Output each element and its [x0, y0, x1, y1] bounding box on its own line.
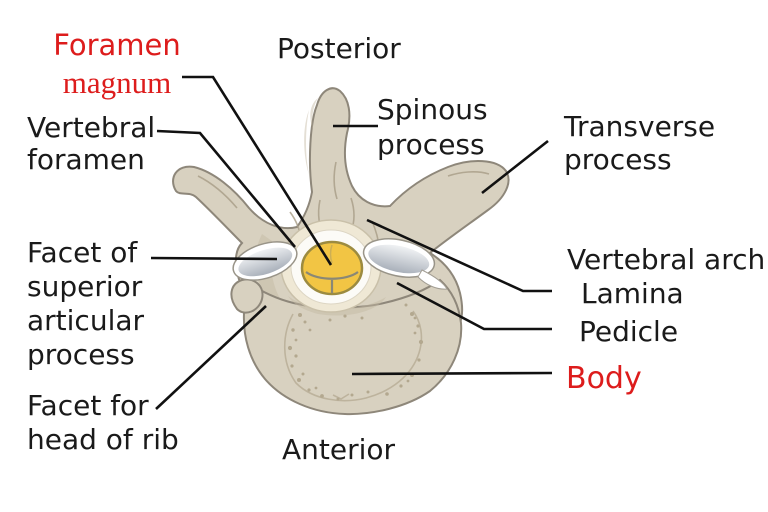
body-bottom-mark — [332, 393, 350, 400]
label-facet-superior-articular: Facet of superior articular process — [27, 236, 145, 371]
under-ring-shading — [288, 296, 386, 316]
label-lamina: Lamina — [581, 277, 684, 310]
label-posterior: Posterior — [277, 32, 401, 65]
label-anterior: Anterior — [282, 433, 396, 466]
spinous-crease-mid — [333, 161, 338, 200]
foramen-magnum-line1: Foramen — [53, 28, 181, 62]
left-process-crease — [197, 175, 238, 209]
leader-lamina — [366, 218, 552, 293]
leader-lines — [150, 75, 553, 410]
label-pedicle: Pedicle — [579, 315, 679, 348]
label-spinous-process: Spinous process — [377, 93, 488, 161]
label-foramen-magnum: Foramen magnum — [36, 24, 198, 100]
facet-head-of-rib-shape — [230, 278, 264, 314]
label-facet-head-of-rib: Facet for head of rib — [27, 389, 179, 456]
label-vertebral-arch: Vertebral arch: — [567, 243, 768, 276]
right-process-crease — [447, 171, 490, 177]
leader-pedicle — [396, 281, 552, 331]
right-facet-tail — [417, 269, 448, 290]
leader-vertebral-foramen — [156, 129, 296, 248]
spinous-shading — [304, 110, 309, 175]
leader-transverse-process — [481, 139, 549, 195]
foramen-magnum-line2: magnum — [62, 65, 172, 100]
left-superior-articular-facet — [232, 241, 298, 281]
label-body: Body — [566, 361, 642, 396]
right-superior-articular-facet — [362, 238, 436, 278]
spinal-cord-cleft — [329, 244, 333, 264]
spinal-cord-shape — [300, 240, 364, 296]
leader-facet-superior — [150, 256, 278, 261]
spinal-cord-fissure — [305, 271, 359, 293]
body-stipple-texture — [287, 303, 424, 401]
spinous-knob-shading — [310, 98, 318, 130]
leader-body — [351, 371, 553, 376]
label-transverse-process: Transverse process — [564, 110, 716, 176]
leader-foramen-magnum — [182, 75, 333, 266]
label-vertebral-foramen: Vertebral foramen — [27, 111, 156, 176]
leader-facet-rib — [155, 305, 267, 410]
